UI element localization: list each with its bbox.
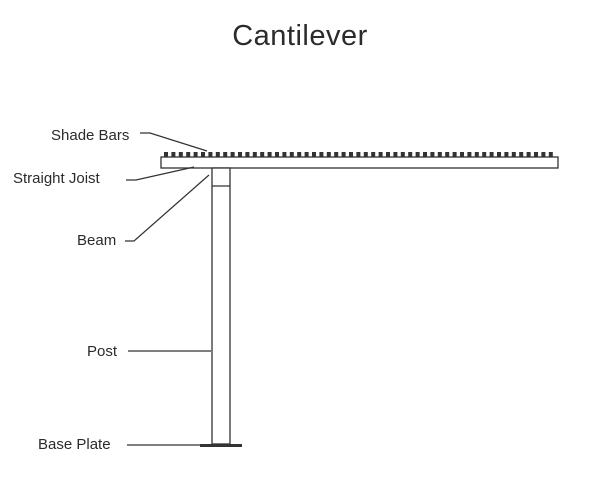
label-shade-bars: Shade Bars <box>51 127 130 144</box>
shade-bar <box>504 152 509 157</box>
shade-bar <box>230 152 235 157</box>
shade-bar <box>223 152 228 157</box>
shade-bar <box>467 152 472 157</box>
diagram-title: Cantilever <box>232 20 368 52</box>
shade-bar <box>460 152 464 157</box>
shade-bar <box>386 152 390 157</box>
shade-bar <box>326 152 331 157</box>
base-plate <box>200 444 242 447</box>
shade-bar <box>186 152 191 157</box>
shade-bars <box>164 152 553 157</box>
shade-bar <box>260 152 265 157</box>
shade-bar <box>193 152 198 157</box>
shade-bar <box>400 152 405 157</box>
straight-joist <box>160 156 559 169</box>
shade-bar <box>393 152 398 157</box>
shade-bar <box>430 152 435 157</box>
shade-bar <box>349 152 353 157</box>
shade-bar <box>341 152 346 157</box>
label-beam: Beam <box>77 232 117 249</box>
shade-bar <box>534 152 538 157</box>
shade-bar <box>267 152 272 157</box>
shade-bar <box>548 152 553 157</box>
label-base-plate: Base Plate <box>38 436 111 453</box>
shade-bar <box>445 152 450 157</box>
shade-bar <box>245 152 250 157</box>
label-post: Post <box>87 343 118 360</box>
label-straight-joist: Straight Joist <box>13 170 100 187</box>
shade-bar <box>201 152 205 157</box>
leader-shade-bars <box>140 132 208 152</box>
shade-bar <box>474 152 479 157</box>
shade-bar <box>334 152 339 157</box>
shade-bar <box>282 152 287 157</box>
shade-bar <box>452 152 457 157</box>
shade-bar <box>415 152 420 157</box>
leader-beam <box>125 174 210 242</box>
leader-straight-joist <box>126 166 195 181</box>
shade-bar <box>208 152 213 157</box>
shade-bar <box>356 152 361 157</box>
shade-bar <box>489 152 494 157</box>
shade-bar <box>371 152 376 157</box>
shade-bar <box>378 152 383 157</box>
shade-bar <box>319 152 324 157</box>
shade-bar <box>526 152 531 157</box>
shade-bar <box>304 152 309 157</box>
shade-bar <box>289 152 294 157</box>
shade-bar <box>164 152 168 157</box>
shade-bar <box>215 152 220 157</box>
shade-bar <box>275 152 279 157</box>
shade-bar <box>297 152 302 157</box>
shade-bar <box>497 152 501 157</box>
shade-bar <box>178 152 183 157</box>
shade-bar <box>363 152 368 157</box>
shade-bar <box>252 152 257 157</box>
shade-bar <box>519 152 524 157</box>
shade-bar <box>423 152 427 157</box>
shade-bar <box>482 152 487 157</box>
shade-bar <box>437 152 442 157</box>
shade-bar <box>408 152 413 157</box>
shade-bar <box>171 152 176 157</box>
post <box>211 167 231 445</box>
shade-bar <box>238 152 242 157</box>
shade-bar <box>312 152 316 157</box>
shade-bar <box>511 152 516 157</box>
shade-bar <box>541 152 546 157</box>
